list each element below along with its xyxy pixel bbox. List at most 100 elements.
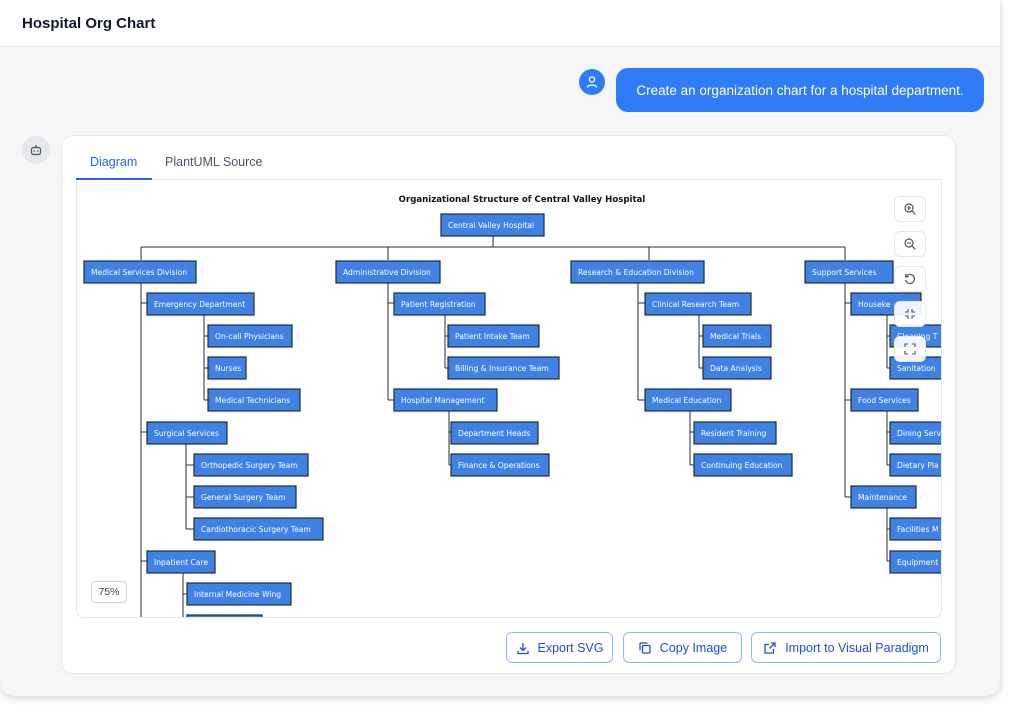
org-node-department: Inpatient Care <box>146 550 216 574</box>
org-node-box <box>146 292 255 316</box>
org-node-team: Dietary Pla <box>889 453 941 477</box>
expand-button[interactable] <box>894 336 926 362</box>
bot-avatar <box>22 136 50 164</box>
org-node-department: Emergency Department <box>146 292 255 316</box>
tab-diagram[interactable]: Diagram <box>90 155 138 169</box>
org-node-label: General Surgery Team <box>201 493 286 502</box>
org-node-team: Billing & Insurance Team <box>447 356 560 380</box>
org-node-team <box>186 614 263 617</box>
org-node-team: Internal Medicine Wing <box>186 582 292 606</box>
org-node-team: Patient Intake Team <box>447 324 540 348</box>
org-node-team: Nurses <box>207 356 247 380</box>
org-node-box <box>146 421 228 445</box>
view-tabs: Diagram PlantUML Source <box>76 150 941 180</box>
org-node-box <box>450 453 550 477</box>
org-node-label: Finance & Operations <box>458 461 540 470</box>
org-node-team: On-call Physicians <box>207 324 293 348</box>
org-node-department: Surgical Services <box>146 421 228 445</box>
org-node-box <box>850 485 917 509</box>
zoom-in-button[interactable] <box>894 196 926 222</box>
org-node-label: Houseke <box>858 300 891 309</box>
org-node-box <box>889 421 941 445</box>
import-visual-paradigm-button[interactable]: Import to Visual Paradigm <box>751 632 941 663</box>
diagram-title: Organizational Structure of Central Vall… <box>399 195 646 205</box>
org-node-label: Sanitation <box>897 364 936 373</box>
expand-icon <box>904 343 916 355</box>
org-node-box <box>393 388 498 412</box>
org-node-division: Research & Education Division <box>570 260 705 284</box>
org-node-label: Facilities M <box>897 525 939 534</box>
copy-image-button[interactable]: Copy Image <box>623 632 742 663</box>
org-node-label: Department Heads <box>458 429 530 438</box>
user-icon <box>586 76 598 88</box>
diagram-viewer[interactable]: Organizational Structure of Central Vall… <box>76 181 942 618</box>
org-node-box <box>207 388 301 412</box>
org-node-box <box>644 292 752 316</box>
org-node-label: Emergency Department <box>154 300 245 309</box>
export-svg-button[interactable]: Export SVG <box>506 632 613 663</box>
org-node-department: Clinical Research Team <box>644 292 752 316</box>
org-node-label: Billing & Insurance Team <box>455 364 549 373</box>
import-visual-paradigm-label: Import to Visual Paradigm <box>785 640 929 655</box>
org-node-label: On-call Physicians <box>215 332 284 341</box>
org-node-box <box>450 421 539 445</box>
zoom-in-icon <box>904 203 916 215</box>
org-chart: Organizational Structure of Central Vall… <box>83 195 941 617</box>
connector-lines <box>140 235 890 617</box>
zoom-out-button[interactable] <box>894 231 926 257</box>
org-node-box <box>702 356 772 380</box>
org-node-label: Internal Medicine Wing <box>194 590 281 599</box>
org-node-label: Research & Education Division <box>578 268 694 277</box>
download-icon <box>516 642 529 654</box>
org-node-team: Cardiothoracic Surgery Team <box>193 517 324 541</box>
copy-image-label: Copy Image <box>659 640 728 655</box>
org-node-label: Data Analysis <box>710 364 762 373</box>
org-node-label: Support Services <box>812 268 876 277</box>
collapse-icon <box>905 309 915 319</box>
org-node-label: Patient Intake Team <box>455 332 530 341</box>
org-node-label: Medical Technicians <box>215 396 290 405</box>
org-node-box <box>207 324 293 348</box>
org-node-box <box>186 582 292 606</box>
app-title: Hospital Org Chart <box>22 15 156 32</box>
active-tab-indicator <box>76 178 152 180</box>
tab-plantuml-source[interactable]: PlantUML Source <box>165 155 263 169</box>
org-node-label: Hospital Management <box>401 396 484 405</box>
org-node-box <box>186 614 263 617</box>
user-message: Create an organization chart for a hospi… <box>616 68 984 112</box>
org-node-box <box>83 260 197 284</box>
org-node-division: Administrative Division <box>335 260 441 284</box>
org-node-box <box>889 550 941 574</box>
org-node-label: Inpatient Care <box>154 558 208 567</box>
org-node-label: Cardiothoracic Surgery Team <box>201 525 311 534</box>
org-node-label: Medical Services Division <box>91 268 187 277</box>
zoom-level: 75% <box>91 581 127 603</box>
org-node-box <box>693 421 777 445</box>
collapse-button[interactable] <box>894 301 926 327</box>
org-node-team: Department Heads <box>450 421 539 445</box>
org-node-label: Surgical Services <box>154 429 219 438</box>
org-node-label: Clinical Research Team <box>652 300 739 309</box>
org-node-box <box>702 324 772 348</box>
org-node-box <box>393 292 486 316</box>
zoom-out-icon <box>904 238 916 250</box>
org-node-label: Orthopedic Surgery Team <box>201 461 298 470</box>
org-node-box <box>440 213 545 237</box>
org-node-root: Central Valley Hospital <box>440 213 545 237</box>
org-node-division: Medical Services Division <box>83 260 197 284</box>
org-node-team: Orthopedic Surgery Team <box>193 453 309 477</box>
org-node-team: Medical Trials <box>702 324 772 348</box>
reset-view-button[interactable] <box>894 266 926 292</box>
robot-icon <box>30 145 42 156</box>
org-node-label: Central Valley Hospital <box>448 221 534 230</box>
org-node-box <box>335 260 441 284</box>
org-node-box <box>804 260 894 284</box>
org-node-label: Continuing Education <box>701 461 783 470</box>
org-node-box <box>447 356 560 380</box>
org-node-box <box>193 485 297 509</box>
org-node-team: Dining Serv <box>889 421 941 445</box>
org-node-label: Patient Registration <box>401 300 476 309</box>
org-node-division: Support Services <box>804 260 894 284</box>
org-node-team: Resident Training <box>693 421 777 445</box>
